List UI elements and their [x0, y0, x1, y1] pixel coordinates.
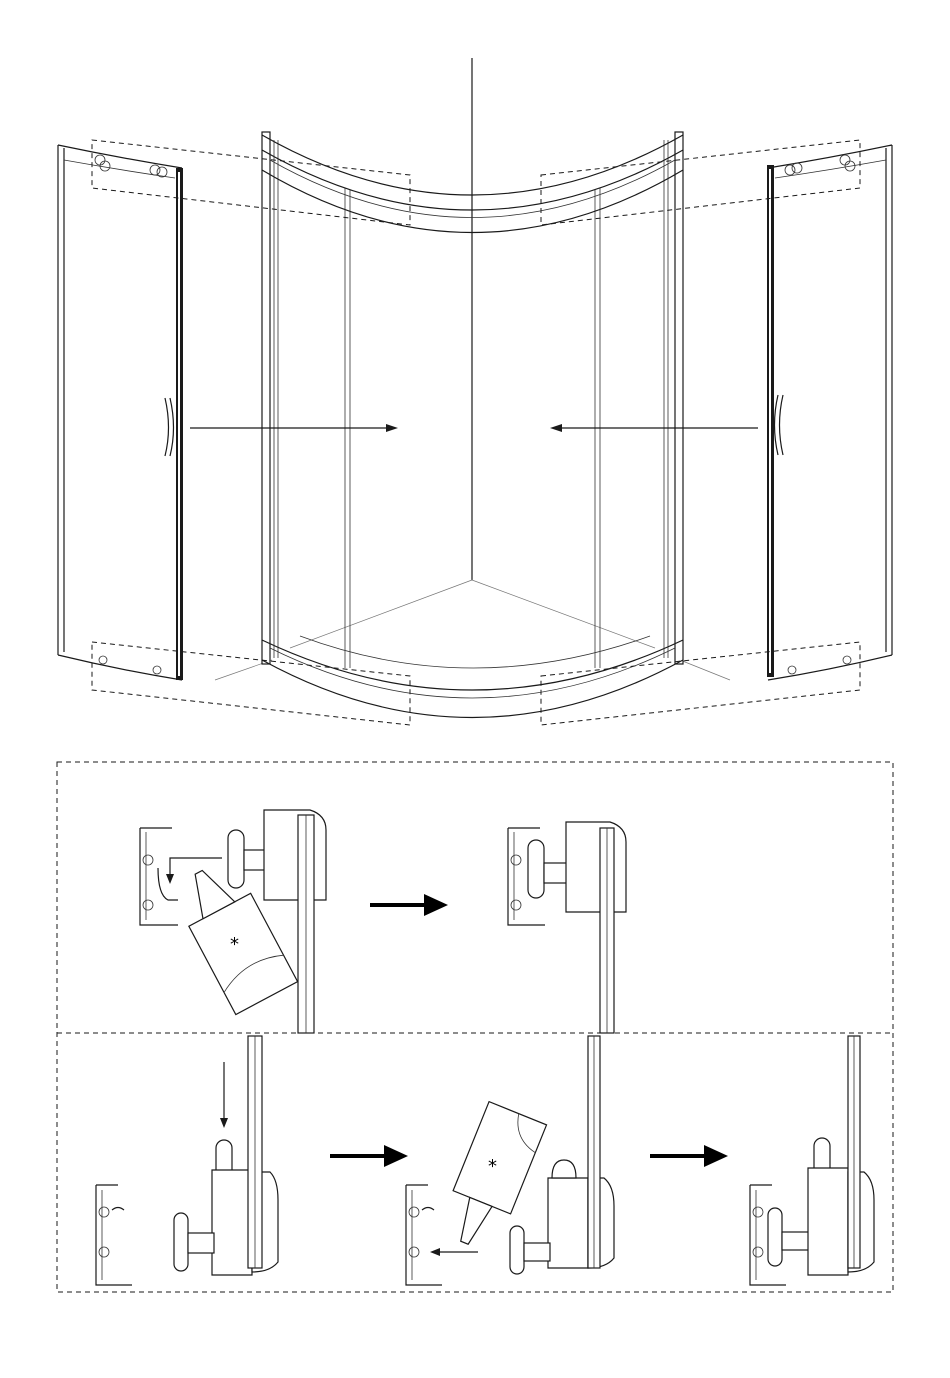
left-post	[262, 132, 270, 664]
callout-top-right	[541, 140, 860, 225]
bottom-rail	[262, 640, 683, 690]
callout-top-left	[92, 140, 410, 225]
left-door-handle	[165, 398, 169, 456]
right-post	[675, 132, 683, 664]
step-roller-seated	[750, 1036, 874, 1285]
floor-ext-right	[680, 660, 730, 680]
sealant-mark: *	[230, 934, 239, 955]
left-sliding-door	[58, 145, 183, 680]
floor-line-left	[290, 580, 472, 648]
right-sliding-door	[767, 145, 892, 680]
step-apply-sealant-top: *	[140, 810, 326, 1033]
roller-wheel	[228, 830, 244, 888]
roller-spindle	[244, 850, 266, 870]
step-apply-sealant-bottom: *	[406, 1036, 614, 1285]
detail-callouts	[92, 140, 860, 725]
floor-line-right	[472, 580, 655, 648]
step-arrow-2	[330, 1145, 408, 1167]
step-arrow-3	[650, 1145, 728, 1167]
enclosure-overview	[58, 58, 892, 725]
roller-housing	[212, 1170, 252, 1275]
step-lower-roller	[96, 1036, 278, 1285]
right-door-handle	[780, 395, 784, 455]
insert-arrows	[190, 424, 758, 432]
door-clamp	[264, 810, 326, 900]
step-roller-fitted	[508, 822, 626, 1033]
sealant-mark-2: *	[488, 1156, 497, 1177]
step-arrow-1	[370, 894, 448, 916]
detail-steps-panel: *	[57, 762, 893, 1292]
